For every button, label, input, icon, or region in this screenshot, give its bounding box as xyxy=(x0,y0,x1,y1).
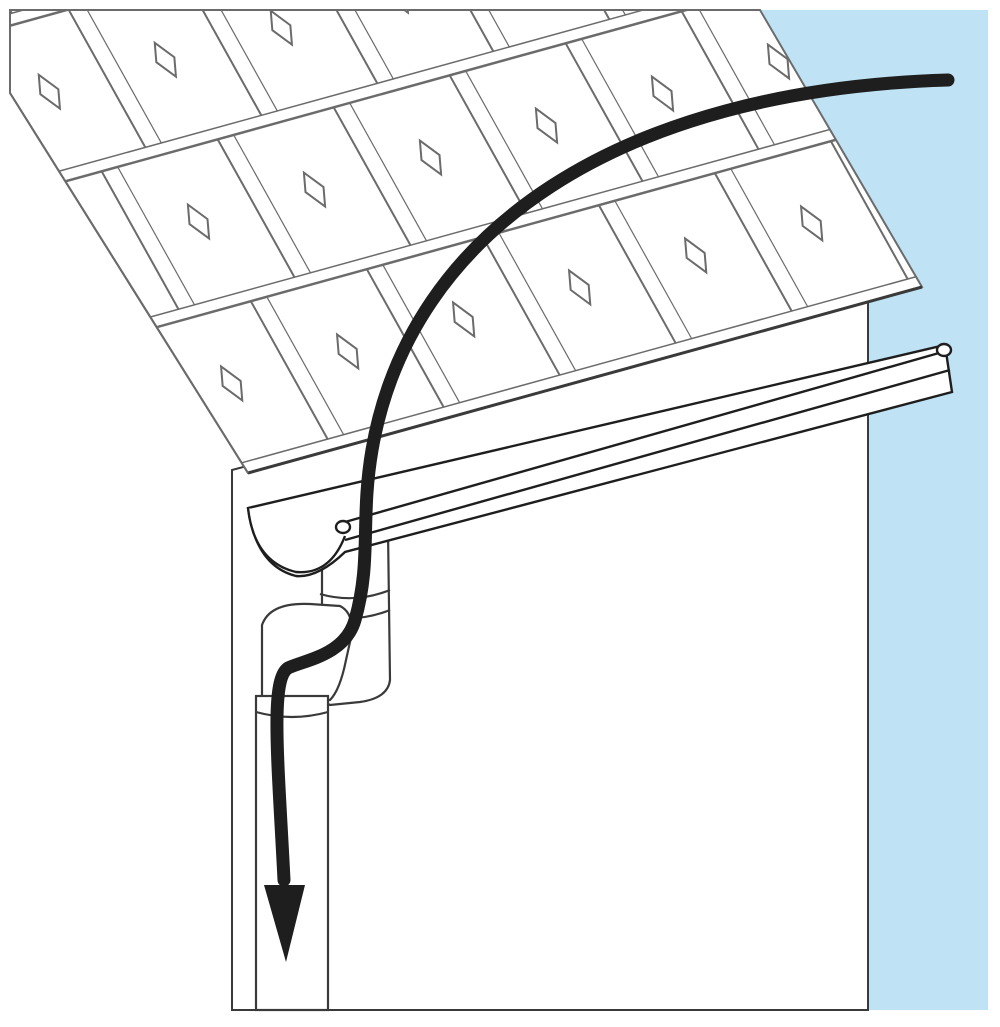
tile-diamond xyxy=(219,364,244,403)
tile-line xyxy=(10,67,922,456)
tile-diamond xyxy=(153,40,178,79)
tile-line xyxy=(431,10,510,48)
gutter-end-cap xyxy=(935,342,953,358)
tile-diamond xyxy=(534,106,559,145)
water-flow-arrow xyxy=(264,73,955,962)
tile-diamond xyxy=(683,236,708,275)
tile-diamond xyxy=(335,332,360,371)
tile-line xyxy=(10,10,922,310)
tile-line xyxy=(183,10,263,116)
gutter-bead xyxy=(334,519,352,535)
tile-line xyxy=(117,166,196,306)
roof-side-edge xyxy=(9,92,249,474)
tile-line xyxy=(216,138,296,278)
tile-diamond xyxy=(451,300,476,339)
tile-diamond xyxy=(567,268,592,307)
arrow-down-icon xyxy=(264,885,305,962)
tile-diamond xyxy=(799,204,824,243)
tile-line xyxy=(465,70,544,210)
tile-line xyxy=(349,102,428,242)
tile-line xyxy=(67,10,147,148)
gutter-end-profile xyxy=(246,507,347,574)
gutter-front-lip xyxy=(337,349,947,526)
tile-diamond xyxy=(650,74,675,113)
tile-diamond xyxy=(385,10,410,15)
tile-line xyxy=(713,172,793,312)
tile-line xyxy=(415,10,495,52)
tile-line xyxy=(10,77,922,467)
gutter xyxy=(246,342,954,578)
tile-line xyxy=(697,10,776,146)
tile-diamond xyxy=(37,72,62,111)
tile-line xyxy=(448,74,528,214)
tile-line xyxy=(10,198,80,338)
tile-line xyxy=(498,232,577,371)
tile-line xyxy=(829,140,909,280)
tile-line xyxy=(17,364,97,473)
tile-line xyxy=(382,264,461,403)
roof-eave-edge xyxy=(247,285,923,475)
tile-line xyxy=(730,168,809,307)
tile-line xyxy=(614,200,693,339)
tile-line xyxy=(34,360,113,473)
tile-line xyxy=(100,170,180,310)
downpipe-collar-bottom xyxy=(255,710,329,719)
tile-line xyxy=(233,134,312,274)
tile-diamond xyxy=(418,138,443,177)
tile-line xyxy=(564,42,644,182)
tile-line xyxy=(481,236,561,376)
tile-diamond xyxy=(766,42,791,81)
downpipe-straight xyxy=(254,694,330,1012)
tile-line xyxy=(581,38,660,178)
gutter-lip-lower xyxy=(344,368,951,542)
tile-line xyxy=(680,10,760,150)
tile-line xyxy=(266,296,345,435)
tile-line xyxy=(10,10,922,321)
tile-diamond xyxy=(269,10,294,47)
tile-diamond xyxy=(70,234,95,273)
tile-line xyxy=(10,202,64,342)
downpipe xyxy=(254,528,392,1012)
tile-diamond xyxy=(103,396,128,435)
tile-diamond xyxy=(186,202,211,241)
tile-line xyxy=(199,10,278,112)
tile-line xyxy=(332,106,412,246)
tile-line xyxy=(299,10,379,84)
tile-line xyxy=(83,10,162,144)
tile-line xyxy=(315,10,394,80)
tile-line xyxy=(249,300,329,440)
tile-line xyxy=(10,213,922,473)
tile-line xyxy=(597,204,677,344)
tile-diamond xyxy=(302,170,327,209)
